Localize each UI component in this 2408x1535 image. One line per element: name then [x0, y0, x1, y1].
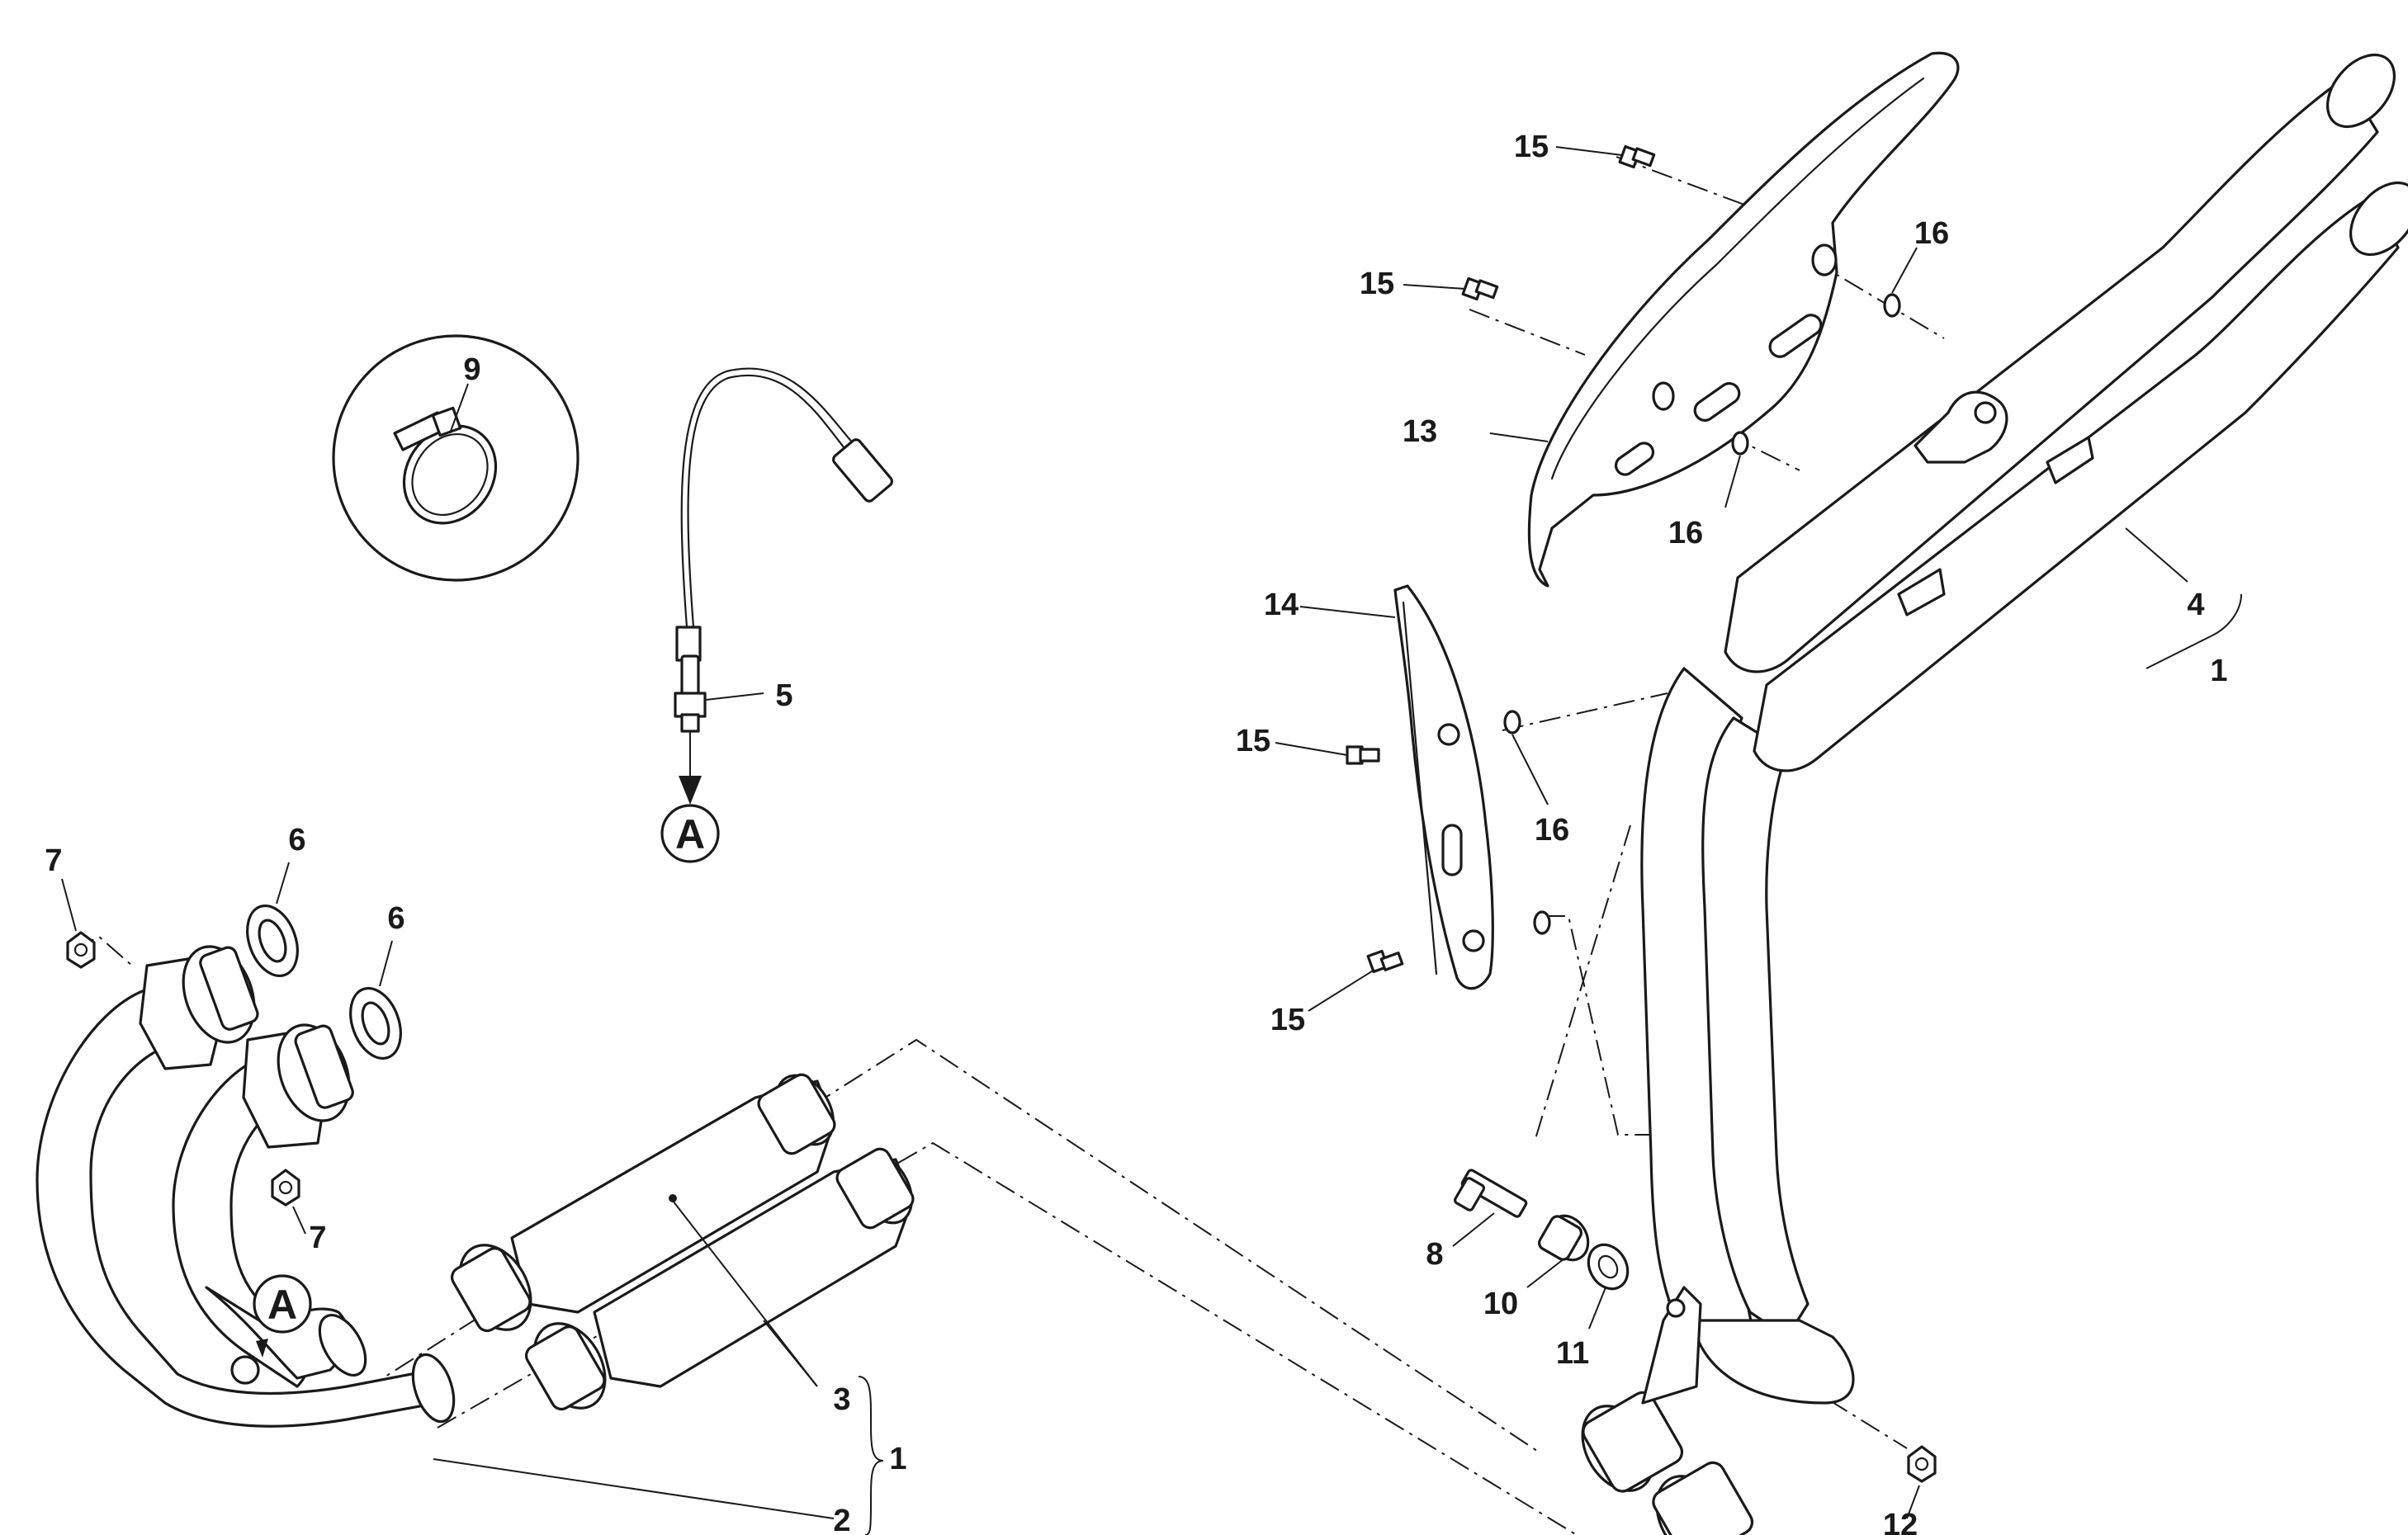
assembly-braces — [858, 593, 2242, 1535]
bolt-top-2 — [1461, 276, 1499, 301]
callout-16: 16 — [1914, 216, 1949, 251]
catalytic-converters — [450, 1073, 915, 1411]
callout-9: 9 — [463, 352, 480, 387]
bolt-top-1 — [1618, 144, 1656, 169]
cable-tie-detail — [332, 334, 580, 582]
bolt-low — [1366, 949, 1404, 974]
heat-shield-bolts — [1346, 144, 1656, 974]
lower-heat-shield — [1393, 584, 1494, 990]
exhaust-gaskets — [246, 904, 402, 1060]
callout-1: 1 — [2210, 654, 2227, 688]
callout-1: 1 — [889, 1442, 906, 1476]
oxygen-sensor — [674, 367, 893, 805]
exhaust-header-pipes — [35, 945, 456, 1428]
heat-shield-washers — [1503, 293, 1901, 935]
callout-10: 10 — [1483, 1287, 1518, 1321]
callout-7: 7 — [45, 843, 62, 878]
callout-15: 15 — [1360, 267, 1394, 301]
callout-numbers: 9 5 7 6 6 7 3 1 2 8 10 11 12 13 14 15 15… — [45, 130, 2227, 1535]
callout-6: 6 — [288, 823, 305, 857]
reference-label-a: A — [267, 1282, 297, 1328]
flange-nuts — [66, 931, 300, 1207]
callout-4: 4 — [2187, 588, 2204, 622]
mufflers-and-link-pipe — [1581, 53, 2408, 1535]
callout-15: 15 — [1270, 1003, 1305, 1037]
callout-7: 7 — [309, 1221, 326, 1255]
callout-16: 16 — [1668, 516, 1703, 550]
upper-heat-shield — [1527, 51, 1960, 588]
reference-mark-a-sensor: A — [660, 804, 720, 863]
callout-2: 2 — [833, 1504, 850, 1535]
callout-leaders — [61, 146, 2188, 1519]
callout-6: 6 — [387, 901, 404, 936]
callout-8: 8 — [1426, 1237, 1443, 1272]
callout-14: 14 — [1264, 588, 1299, 622]
callout-16: 16 — [1535, 813, 1569, 848]
reference-label-a: A — [675, 811, 705, 857]
reference-mark-a-header: A — [253, 1274, 312, 1334]
callout-12: 12 — [1883, 1508, 1918, 1535]
callout-15: 15 — [1236, 724, 1270, 758]
callout-5: 5 — [775, 678, 792, 713]
callout-15: 15 — [1514, 130, 1549, 164]
bolt-mid — [1346, 745, 1380, 765]
callout-3: 3 — [833, 1382, 850, 1417]
callout-11: 11 — [1556, 1336, 1589, 1371]
callout-13: 13 — [1403, 414, 1437, 449]
muffler-mount-hardware — [1453, 1169, 1937, 1483]
